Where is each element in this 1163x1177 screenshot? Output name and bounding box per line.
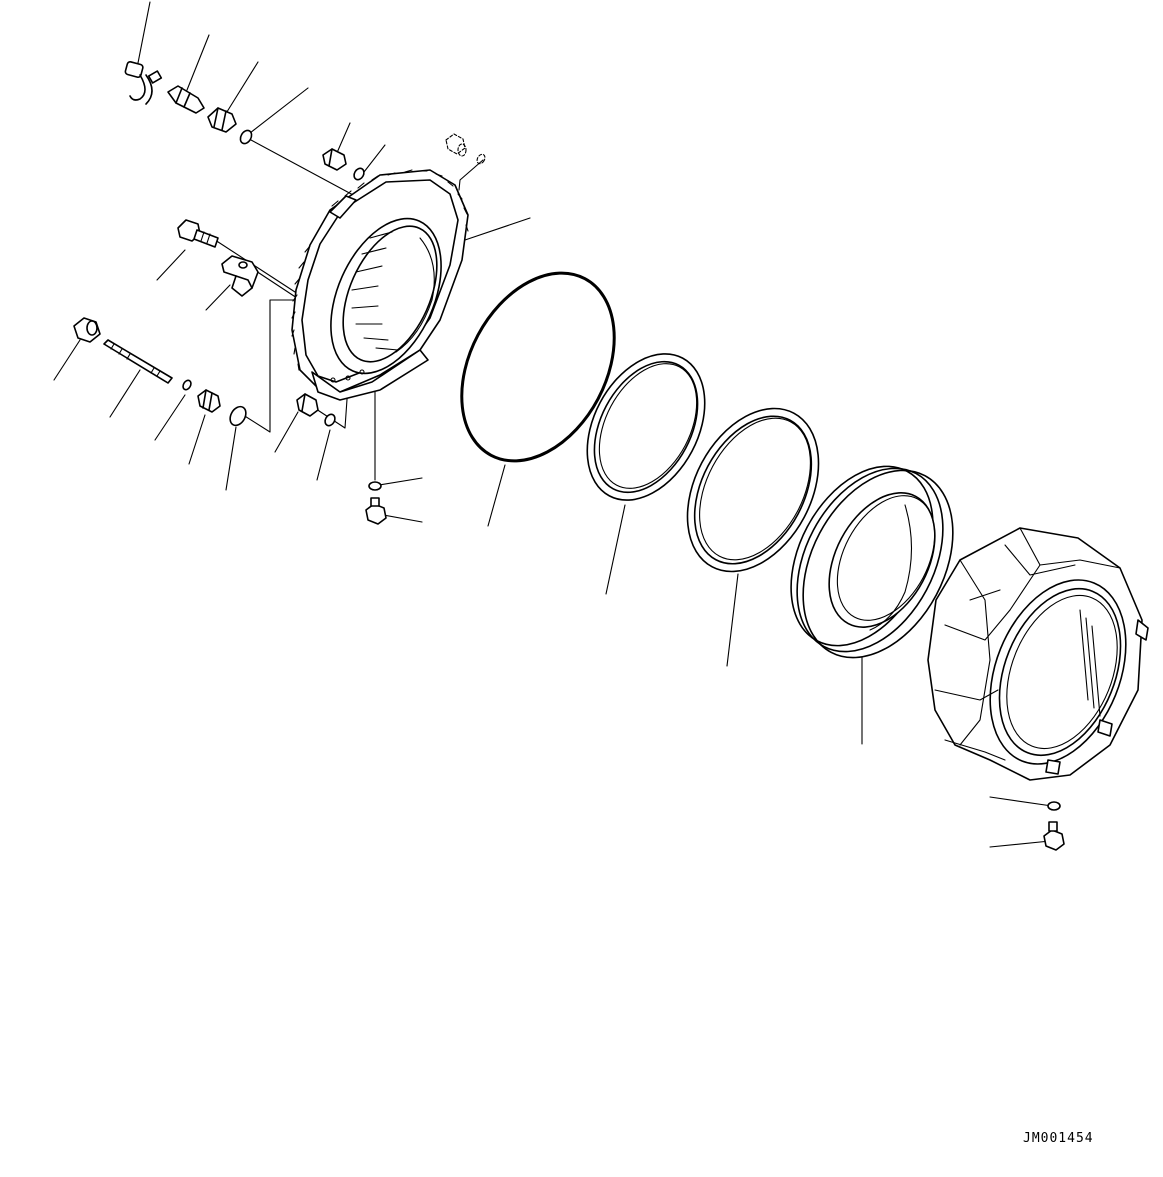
hose-fitting-elbow [124,61,163,105]
o-ring [229,405,247,427]
drawing-id: JM001454 [1023,1131,1094,1146]
seal-ring [460,271,616,463]
washer-small [324,413,336,427]
union-nut [207,107,237,133]
o-ring-small [239,129,253,145]
nut [73,317,101,343]
washer-small [368,481,382,491]
breather-fitting [197,389,221,413]
washer-small [353,167,365,181]
drain-plug [1043,821,1065,851]
leader-lines [53,1,1053,848]
plug-bolt [296,393,319,417]
washer-small [1047,801,1061,811]
drain-plug [365,497,387,525]
plug-dashed [445,133,486,165]
housing [927,527,1149,781]
retainer-carrier [291,169,469,401]
o-ring [182,379,192,391]
o-ring-large [586,353,706,501]
piston [790,465,954,659]
flange-bolt [177,219,219,248]
connector-fitting [167,85,205,114]
clamp-bracket [221,255,259,297]
piston-ring-outer [686,407,820,573]
stud-rod [103,339,173,384]
plug-bolt [322,148,347,171]
